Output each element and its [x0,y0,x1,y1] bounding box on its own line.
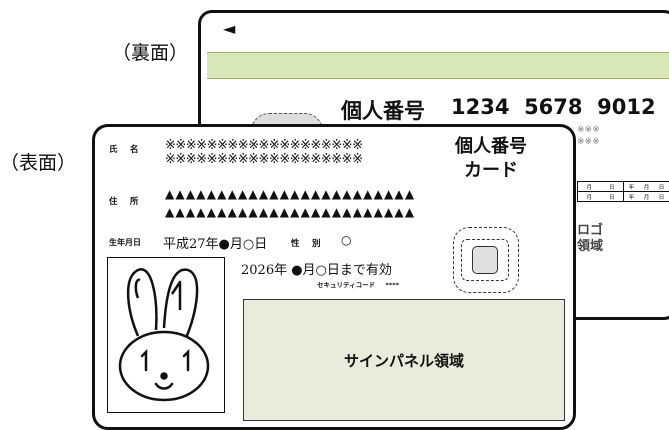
date-cell: 月 [586,194,592,201]
security-value: **** [385,281,399,289]
date-cell: 年 [628,194,635,201]
back-date-table: 月日 年月日 月日 年月日 [577,181,669,202]
back-logo-line1: ロゴ [577,223,604,238]
rabbit-mascot-icon [118,268,210,402]
address-line1: ▲▲▲▲▲▲▲▲▲▲▲▲▲▲▲▲▲▲▲▲▲▲▲▲ [165,187,416,201]
back-green-band [207,52,669,79]
security-label: セキュリティコード [317,281,376,289]
sign-panel-label: サインパネル領域 [343,351,464,370]
address-label: 住 所 [109,197,141,207]
date-cell: 日 [658,194,665,201]
card-title-line1: 個人番号 [455,136,527,157]
birth-label: 生年月日 [109,238,141,247]
ic-chip-inner [472,246,498,274]
back-kome-2: ※※※ [577,137,600,147]
sign-panel: サインパネル領域 [243,299,565,421]
back-number-title: 個人番号 [341,99,425,123]
ic-chip-outline [453,227,519,293]
card-title-line2: カード [464,160,518,181]
birth-value: 平成27年●月○日 [163,237,268,252]
date-cell: 日 [608,194,615,201]
back-logo-line2: 領域 [577,239,604,254]
photo-frame [107,257,225,413]
address-line2: ▲▲▲▲▲▲▲▲▲▲▲▲▲▲▲▲▲▲▲▲▲▲▲▲ [165,205,416,219]
back-kome-1: ※※※ [577,125,600,135]
sex-label: 性 別 [291,239,323,249]
back-side-label: （裏面） [112,42,189,64]
validity-text: 2026年 ●月○日まで有効 [241,263,392,278]
ic-chip [461,239,509,281]
back-number-value: 1234 5678 9012 [451,95,656,119]
front-card: 氏 名 ※※※※※※※※※※※※※※※※※※※ ※※※※※※※※※※※※※※※※… [92,124,576,430]
name-value-line1: ※※※※※※※※※※※※※※※※※※※ [165,138,363,153]
date-cell: 日 [608,184,615,191]
date-cell: 年 [628,184,635,191]
date-cell: 月 [643,194,650,201]
front-side-label: （表面） [0,152,77,174]
back-arrow: ◄ [223,19,236,38]
back-logo-area: ロゴ 領域 [577,223,603,255]
date-cell: 月 [643,184,650,191]
security-code: セキュリティコード **** [317,279,399,289]
card-title: 個人番号 カード [455,135,527,183]
sex-value: ○ [341,233,352,247]
name-label: 氏 名 [109,145,141,155]
name-value-line2: ※※※※※※※※※※※※※※※※※※※ [165,152,363,167]
date-cell: 日 [658,184,665,191]
date-cell: 月 [586,184,592,191]
